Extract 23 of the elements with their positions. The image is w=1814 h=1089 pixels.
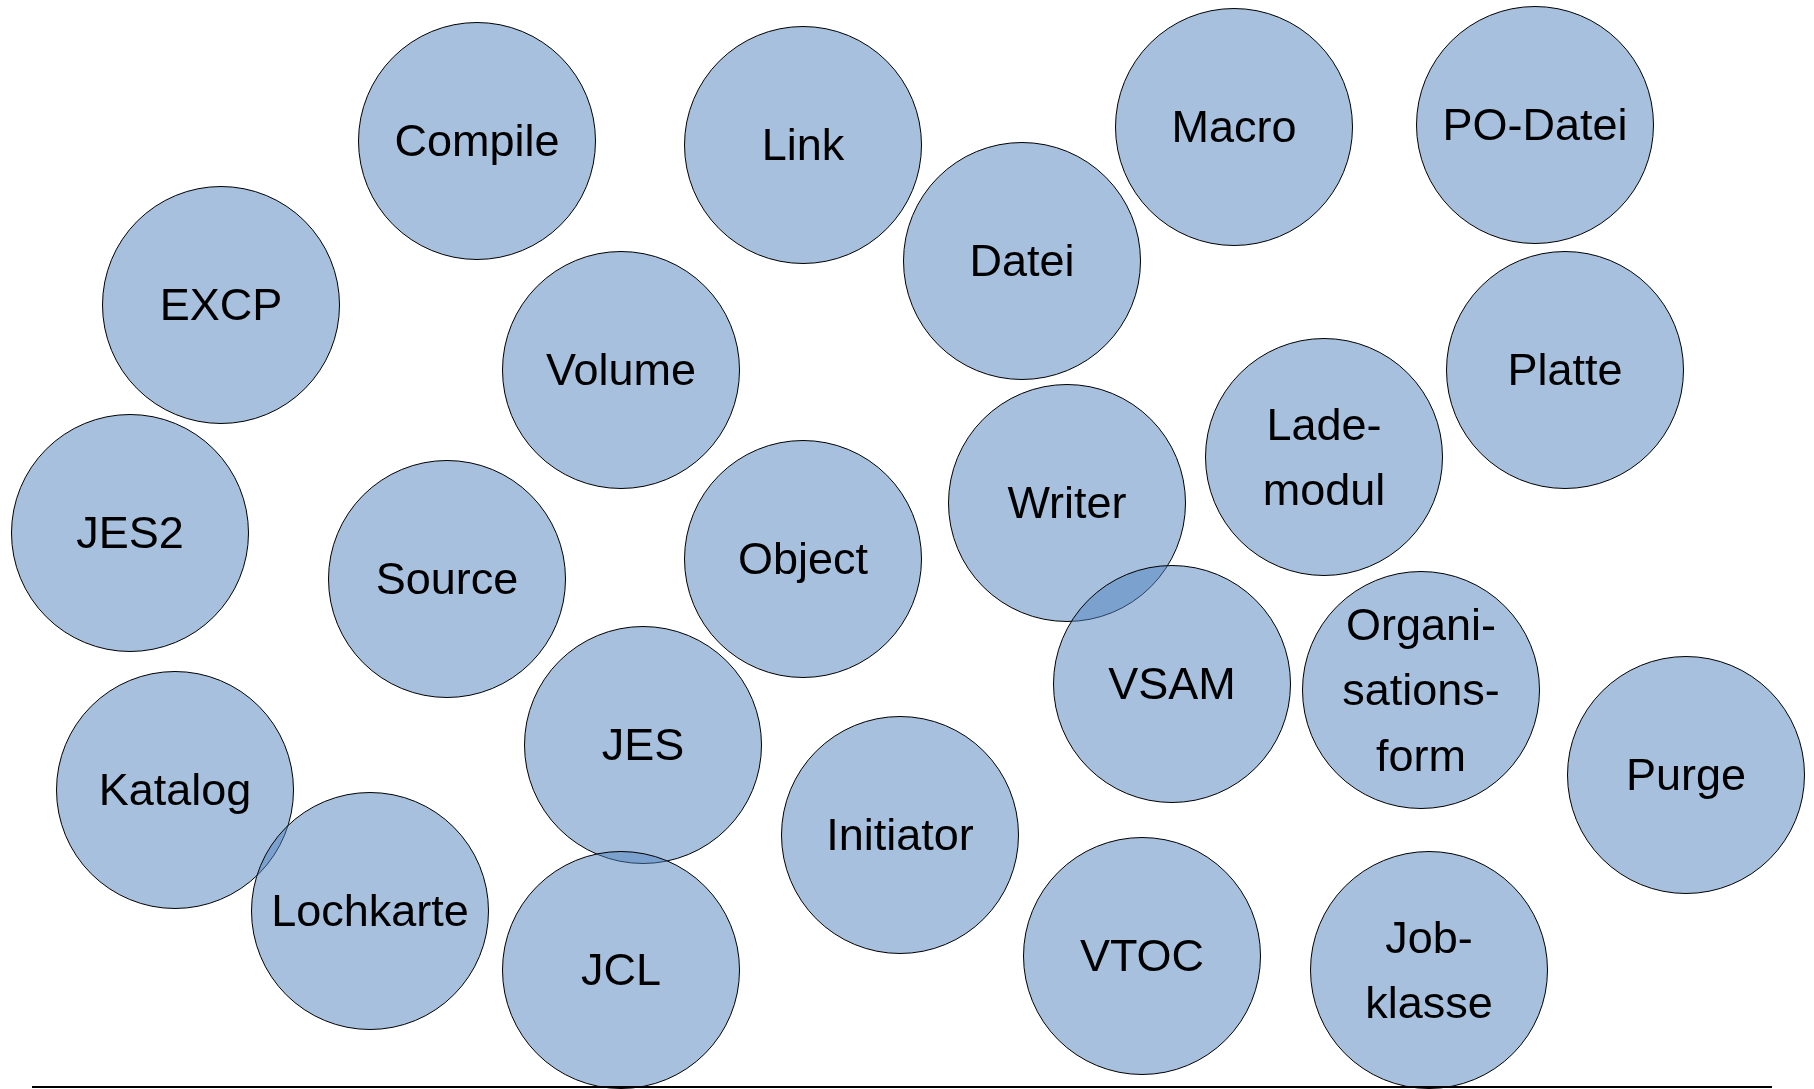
term-label: Object <box>737 532 869 587</box>
term-label: Lade- modul <box>1261 397 1387 517</box>
term-label: VTOC <box>1079 929 1205 984</box>
term-label: Lochkarte <box>271 884 469 939</box>
term-label: Katalog <box>98 763 252 818</box>
term-label: Compile <box>394 114 560 169</box>
term-label: Job- klasse <box>1364 910 1494 1030</box>
term-label: Writer <box>1007 476 1127 531</box>
term-label: EXCP <box>159 278 283 333</box>
term-label: Volume <box>545 343 697 398</box>
term-label: VSAM <box>1108 657 1236 712</box>
term-label: Source <box>375 552 519 607</box>
term-label: Datei <box>969 234 1075 289</box>
term-label: Initiator <box>826 808 974 863</box>
term-label: Macro <box>1171 100 1297 155</box>
term-label: Organi- sations- form <box>1341 598 1501 783</box>
term-label: JES <box>601 718 685 773</box>
term-label: PO-Datei <box>1442 98 1628 153</box>
term-label: Purge <box>1625 748 1747 803</box>
term-label: Link <box>761 118 845 173</box>
term-label: Platte <box>1507 343 1623 398</box>
term-label: JES2 <box>76 506 184 561</box>
term-label: JCL <box>581 943 661 998</box>
